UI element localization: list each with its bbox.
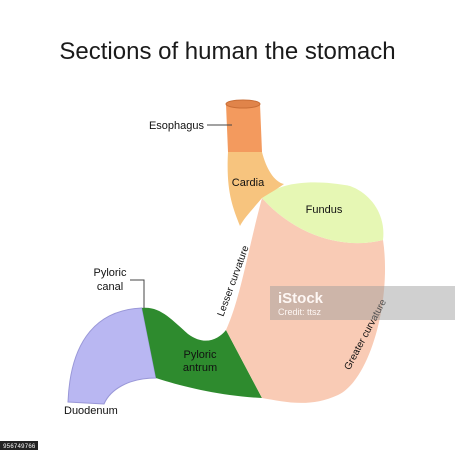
label-cardia: Cardia [232,177,265,189]
watermark: iStock Credit: ttsz [270,286,455,320]
image-id-text: 956749766 [3,443,36,450]
label-duodenum: Duodenum [64,405,118,417]
watermark-band [270,286,455,320]
pyloric-canal-leader [130,279,145,308]
label-esophagus: Esophagus [149,120,205,132]
fundus-region [262,182,384,244]
label-pyloric-antrum-line1: Pyloric [183,349,217,361]
label-pyloric-canal-line2: canal [97,281,123,293]
watermark-brand: iStock [278,290,324,307]
cardia-region [227,152,284,226]
stomach-body-region [226,198,386,403]
image-id-tag [0,441,38,450]
esophagus-region [226,104,262,152]
label-pyloric-canal-line1: Pyloric [93,267,127,279]
esophagus-opening [225,99,261,109]
label-pyloric-antrum-line2: antrum [183,362,217,374]
label-fundus: Fundus [306,204,343,216]
watermark-credit: Credit: ttsz [278,307,322,317]
diagram-title: Sections of human the stomach [59,38,396,65]
duodenum-region [67,307,157,405]
pyloric-antrum-region [142,307,262,398]
